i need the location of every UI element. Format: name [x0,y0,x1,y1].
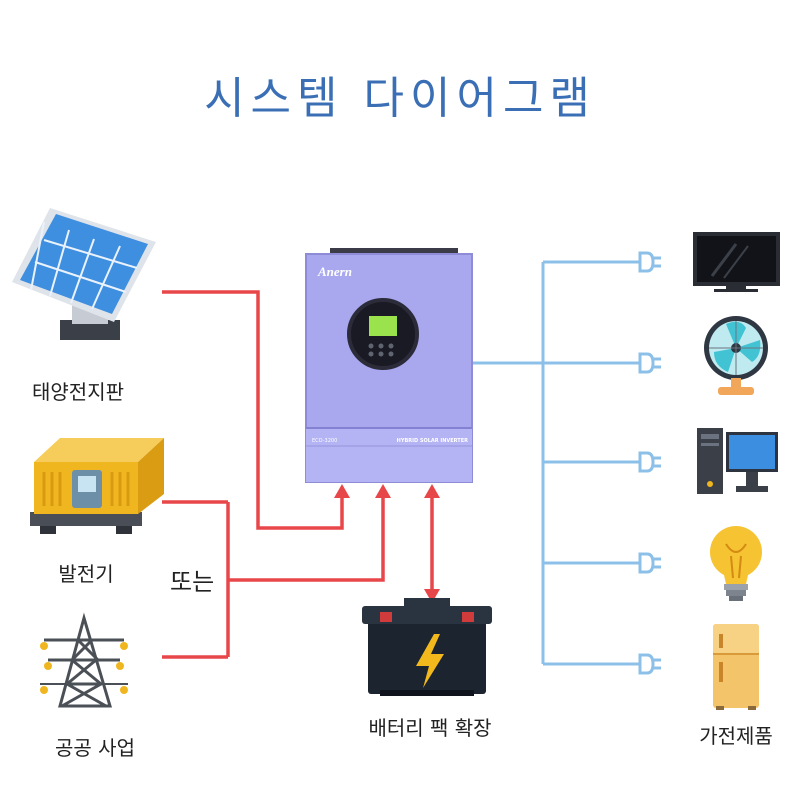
power-tower-icon [40,612,128,708]
arrow-battery-down [424,589,440,603]
arrow-grid [375,484,391,498]
solar-panel-label: 태양전지판 [32,380,124,404]
battery-icon [362,598,492,696]
light-bulb-icon [710,526,762,601]
fan-icon [704,316,768,395]
inverter-product-name: HYBRID SOLAR INVERTER [397,438,468,444]
utility-grid-label: 공공 사업 [55,736,135,760]
arrowheads [334,484,440,603]
arrow-solar [334,484,350,498]
solar-line [162,290,344,530]
solar-panel-icon [12,208,156,340]
tv-icon [693,232,780,292]
plug-icon [638,352,661,374]
plug-icon [638,451,661,473]
page-title: 시스템 다이어그램 [204,73,596,124]
refrigerator-icon [713,624,759,710]
battery-pack-label: 배터리 팩 확장 [368,716,492,740]
desktop-computer-icon [697,428,778,494]
inverter-model: ECO-3200 [312,438,337,444]
grid-line [228,494,385,582]
appliances-label: 가전제품 [699,724,773,748]
generator-label: 발전기 [58,562,114,586]
or-label: 또는 [170,568,215,596]
inverter-brand: Anern [317,264,352,279]
plug-icon [638,251,661,273]
plugs [638,251,661,675]
generator-icon [30,438,164,534]
inverter-unit: Anern ECO-3200 HYBRID SOLAR INVERTER [305,248,473,483]
input-lines [162,290,434,659]
plug-icon [638,653,661,675]
arrow-battery-up [424,484,440,498]
plug-icon [638,552,661,574]
output-lines [472,260,640,666]
